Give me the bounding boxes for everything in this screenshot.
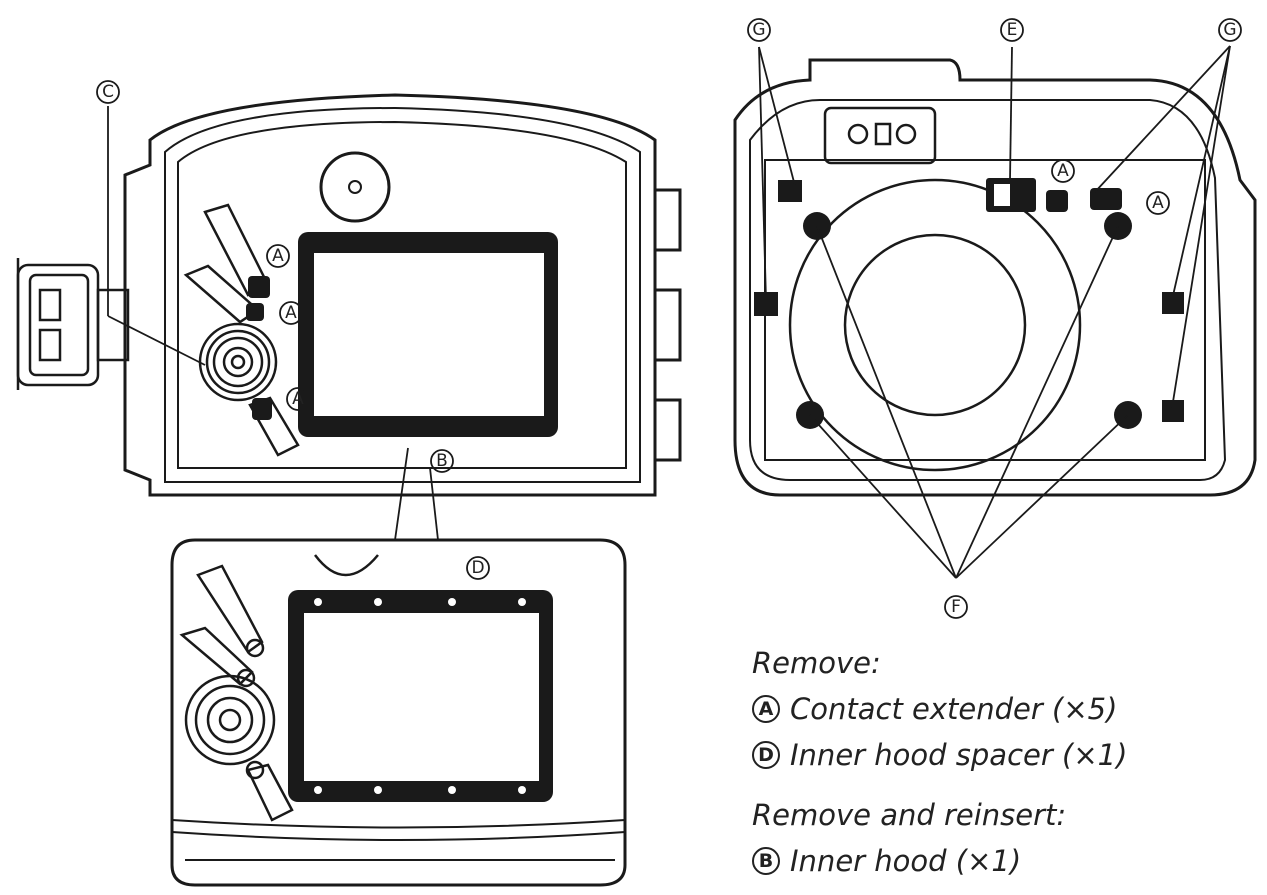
legend-badge: D	[752, 741, 780, 769]
screws-f	[796, 212, 1142, 429]
legend: Remove: A Contact extender (×5) D Inner …	[752, 640, 1252, 884]
connector-e	[986, 178, 1122, 212]
legend-item-text: Inner hood (×1)	[790, 844, 1022, 878]
top-port	[823, 106, 937, 165]
callout-labels	[96, 18, 1242, 619]
round-button	[319, 151, 391, 223]
control-dial	[198, 322, 278, 402]
callout-d: D	[471, 558, 484, 578]
leader-lines-left	[107, 106, 439, 541]
callout-g-left: G	[752, 20, 765, 40]
callout-c: C	[102, 82, 114, 102]
inner-hood	[298, 232, 558, 437]
callout-a-5: A	[1152, 193, 1164, 213]
callout-e: E	[1007, 20, 1018, 40]
legend-remove-heading: Remove:	[752, 646, 881, 680]
contact-extenders-door	[246, 276, 272, 420]
legend-reinsert-heading: Remove and reinsert:	[752, 798, 1067, 832]
legend-item: B Inner hood (×1)	[752, 838, 1252, 884]
leader-lines-right	[758, 45, 1231, 579]
inset-detail	[170, 538, 627, 887]
clips-g	[754, 180, 1184, 422]
housing-back-door	[123, 93, 682, 497]
callout-a-2: A	[285, 303, 297, 323]
callout-letters: C G E G A A A A A B D F	[102, 20, 1237, 617]
callout-a-1: A	[272, 246, 284, 266]
inset-dial	[184, 674, 276, 766]
callout-a-4: A	[1057, 161, 1069, 181]
inset-levers	[179, 564, 294, 822]
callout-b: B	[436, 451, 448, 471]
latch	[16, 258, 130, 390]
legend-item-text: Inner hood spacer (×1)	[790, 738, 1128, 772]
inner-hood-spacer	[288, 590, 553, 802]
callout-f: F	[951, 597, 961, 617]
lens-port	[788, 178, 1082, 472]
legend-badge: A	[752, 695, 780, 723]
callout-a-3: A	[292, 389, 304, 409]
legend-badge: B	[752, 847, 780, 875]
legend-item: A Contact extender (×5)	[752, 686, 1252, 732]
legend-item: D Inner hood spacer (×1)	[752, 732, 1252, 778]
callout-g-right: G	[1223, 20, 1236, 40]
legend-item-text: Contact extender (×5)	[790, 692, 1118, 726]
